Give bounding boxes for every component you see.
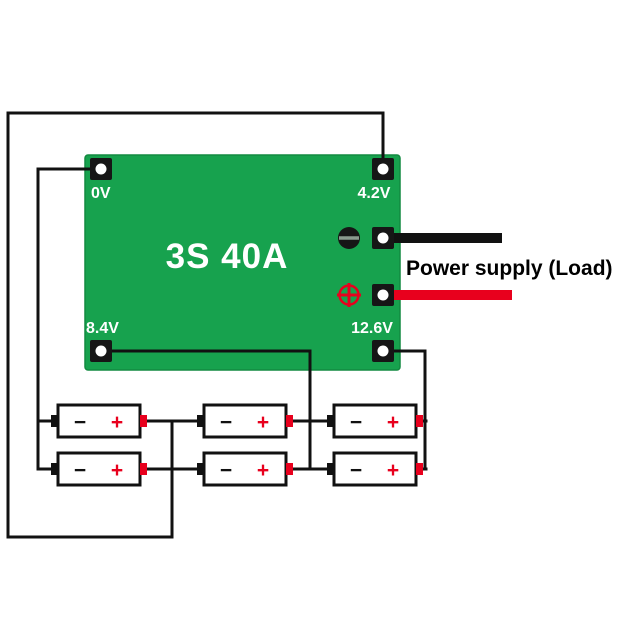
terminal-label-4v2: 4.2V — [358, 185, 391, 202]
battery-plus-label: + — [257, 411, 269, 434]
battery-cell-6: − + — [327, 451, 423, 487]
battery-plus-label: + — [111, 459, 123, 482]
pad-hole — [377, 232, 389, 244]
pad-hole — [95, 345, 107, 357]
battery-cell-5: − + — [197, 451, 293, 487]
battery-negative-tab — [51, 463, 58, 475]
battery-body — [332, 451, 418, 487]
pad-hole — [377, 345, 389, 357]
battery-cell-2: − + — [197, 403, 293, 439]
battery-cell-4: − + — [51, 451, 147, 487]
terminal-pad-4v2 — [372, 158, 394, 180]
board-title: 3S 40A — [166, 237, 289, 276]
terminal-pad-12v6 — [372, 340, 394, 362]
wire-12v6 — [381, 349, 427, 471]
terminal-pad-p-minus — [372, 227, 394, 249]
battery-negative-tab — [197, 463, 204, 475]
battery-minus-label: − — [350, 411, 362, 434]
battery-minus-label: − — [220, 411, 232, 434]
wire-8v4 — [99, 349, 312, 471]
battery-negative-tab — [51, 415, 58, 427]
pad-hole — [377, 163, 389, 175]
battery-negative-tab — [327, 463, 334, 475]
battery-minus-label: − — [220, 459, 232, 482]
wire-0v — [36, 167, 103, 471]
bms-board — [84, 154, 401, 371]
battery-positive-tab — [140, 415, 147, 427]
battery-minus-label: − — [350, 459, 362, 482]
wire-4v2 — [6, 111, 385, 539]
battery-plus-label: + — [387, 411, 399, 434]
battery-body — [332, 403, 418, 439]
battery-cell-3: − + — [327, 403, 423, 439]
terminal-pad-p-plus — [372, 284, 394, 306]
battery-minus-label: − — [74, 411, 86, 434]
battery-plus-label: + — [111, 411, 123, 434]
power-negative-wire — [394, 233, 502, 243]
terminal-label-12v6: 12.6V — [351, 320, 393, 337]
battery-positive-tab — [286, 463, 293, 475]
battery-positive-tab — [416, 463, 423, 475]
battery-positive-tab — [286, 415, 293, 427]
terminal-pad-8v4 — [90, 340, 112, 362]
terminal-pad-0v — [90, 158, 112, 180]
battery-positive-tab — [140, 463, 147, 475]
battery-positive-tab — [416, 415, 423, 427]
battery-minus-label: − — [74, 459, 86, 482]
battery-body — [56, 451, 142, 487]
pad-hole — [377, 289, 389, 301]
terminal-label-0v: 0V — [91, 185, 111, 202]
pad-hole — [95, 163, 107, 175]
power-supply-label: Power supply (Load) — [406, 257, 613, 280]
battery-negative-tab — [327, 415, 334, 427]
battery-body — [56, 403, 142, 439]
battery-plus-label: + — [387, 459, 399, 482]
positive-terminal-marker-icon — [337, 283, 361, 307]
battery-cell-1: − + — [51, 403, 147, 439]
battery-plus-label: + — [257, 459, 269, 482]
battery-negative-tab — [197, 415, 204, 427]
negative-terminal-marker-icon — [338, 227, 360, 249]
power-positive-wire — [394, 290, 512, 300]
battery-body — [202, 451, 288, 487]
terminal-label-8v4: 8.4V — [86, 320, 119, 337]
battery-body — [202, 403, 288, 439]
